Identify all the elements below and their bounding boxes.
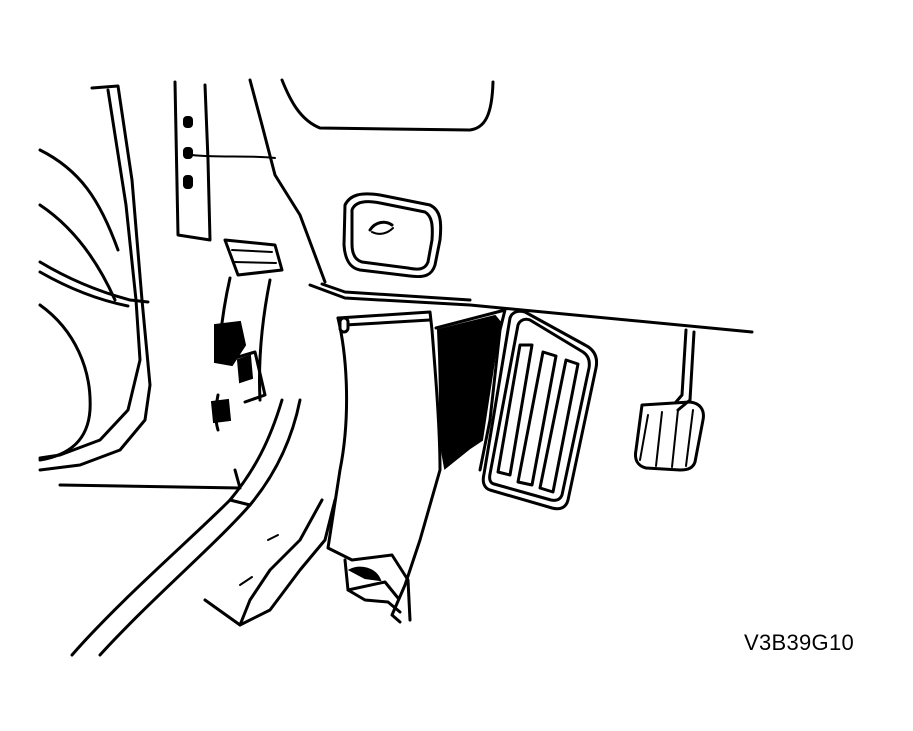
figure-code-label: V3B39G10 (744, 630, 855, 655)
kick-panel (326, 310, 442, 624)
trim-clip-slot (338, 316, 350, 334)
brake-pedal (634, 328, 705, 472)
hood-release-handle (342, 192, 443, 279)
hinge-pillar (173, 78, 327, 284)
accelerator-pedal (481, 309, 599, 511)
wiring-harness (210, 238, 284, 432)
door-frame (38, 84, 242, 490)
console-side-panel (434, 308, 507, 472)
pillar-hole-upper (183, 116, 193, 128)
pillar-hole-lower (183, 175, 193, 189)
instrument-panel (280, 78, 754, 334)
door-sill (70, 398, 337, 657)
pillar-hole-middle (183, 147, 193, 159)
